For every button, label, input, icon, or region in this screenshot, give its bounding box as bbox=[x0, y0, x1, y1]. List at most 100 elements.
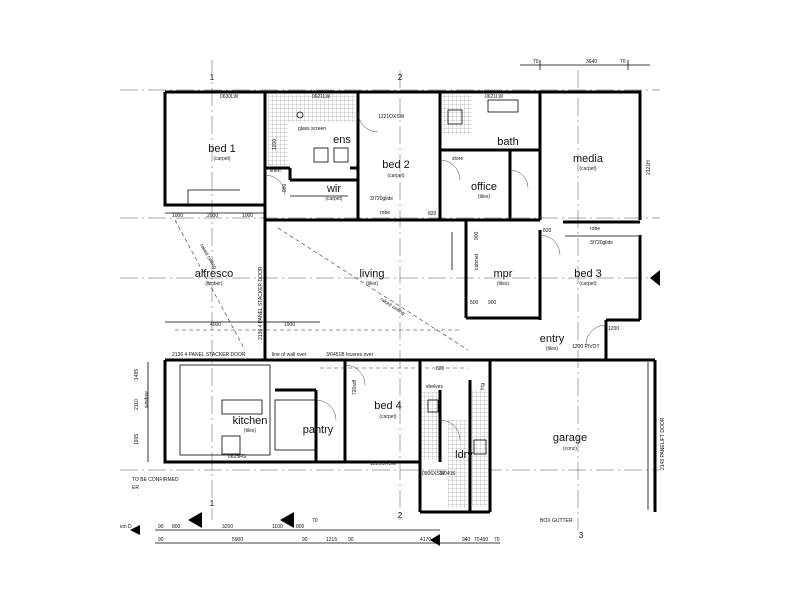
svg-text:900: 900 bbox=[488, 300, 497, 306]
svg-text:shelves: shelves bbox=[426, 384, 443, 390]
svg-text:820: 820 bbox=[428, 211, 437, 217]
svg-text:ldry: ldry bbox=[455, 449, 473, 461]
svg-text:bed 2: bed 2 bbox=[382, 159, 410, 171]
svg-text:800: 800 bbox=[296, 524, 305, 530]
svg-text:3: 3 bbox=[579, 531, 584, 540]
room-office: office (tiles) bbox=[471, 181, 497, 200]
room-mpr: mpr (tiles) bbox=[494, 268, 513, 287]
svg-text:940: 940 bbox=[462, 537, 471, 543]
svg-text:2: 2 bbox=[398, 511, 403, 520]
room-kitchen: kitchen (tiles) bbox=[233, 415, 268, 434]
svg-text:820: 820 bbox=[436, 366, 445, 372]
left-dimensions: 1485 2110 1695 bbox=[134, 362, 149, 462]
svg-text:1000: 1000 bbox=[172, 213, 183, 219]
svg-text:(carpet): (carpet) bbox=[213, 156, 231, 162]
notes: glass screen linen robe robe store shelv… bbox=[132, 126, 600, 524]
interior-walls bbox=[263, 92, 640, 512]
svg-text:(carpet): (carpet) bbox=[325, 196, 343, 202]
svg-text:bed 4: bed 4 bbox=[374, 400, 402, 412]
room-media: media (carpet) bbox=[573, 153, 604, 172]
svg-text:2110: 2110 bbox=[134, 399, 140, 410]
top-dimensions: 70 3640 70 bbox=[520, 59, 650, 70]
room-entry: entry (tiles) bbox=[540, 333, 565, 352]
room-bed4: bed 4 (carpet) bbox=[374, 400, 402, 420]
svg-text:70: 70 bbox=[533, 59, 539, 65]
svg-text:cabinet: cabinet bbox=[474, 253, 480, 270]
svg-text:1200: 1200 bbox=[608, 326, 619, 332]
room-bed3: bed 3 (carpet) bbox=[574, 268, 602, 287]
svg-text:3/720glide: 3/720glide bbox=[590, 240, 613, 246]
grid-label-2: 2 2 bbox=[398, 73, 403, 520]
svg-text:robe: robe bbox=[590, 226, 600, 232]
svg-text:ER: ER bbox=[132, 485, 139, 491]
svg-text:70: 70 bbox=[312, 518, 318, 524]
room-garage: garage (conc) bbox=[553, 432, 587, 452]
raked-ceiling-lines bbox=[174, 219, 469, 369]
svg-text:90: 90 bbox=[348, 537, 354, 543]
svg-text:raked ceiling: raked ceiling bbox=[379, 297, 406, 317]
svg-text:wir: wir bbox=[326, 183, 341, 195]
svg-text:1200 PIVOT: 1200 PIVOT bbox=[572, 344, 600, 350]
grid-label-3: 3 bbox=[579, 531, 584, 540]
room-bed2: bed 2 (carpet) bbox=[382, 159, 410, 179]
svg-text:1200: 1200 bbox=[272, 139, 278, 150]
svg-text:1: 1 bbox=[210, 499, 215, 508]
svg-text:BOX GUTTER: BOX GUTTER bbox=[540, 518, 573, 524]
exterior-walls bbox=[163, 90, 657, 514]
svg-text:3/720glide: 3/720glide bbox=[370, 196, 393, 202]
svg-text:1695: 1695 bbox=[134, 434, 140, 445]
svg-text:bed 3: bed 3 bbox=[574, 268, 602, 280]
svg-text:5900: 5900 bbox=[232, 537, 243, 543]
section-markers bbox=[130, 270, 660, 546]
window-labels: 0630LW 0621LW 0621LW 1221OXSW 2121H 3/72… bbox=[172, 94, 666, 477]
svg-text:820: 820 bbox=[543, 228, 552, 234]
svg-text:500: 500 bbox=[470, 300, 479, 306]
svg-text:800: 800 bbox=[172, 524, 181, 530]
svg-text:store: store bbox=[452, 156, 463, 162]
grid-lines bbox=[120, 60, 660, 530]
svg-text:90: 90 bbox=[158, 524, 164, 530]
svg-text:2121H: 2121H bbox=[646, 160, 652, 175]
svg-text:(conc): (conc) bbox=[563, 446, 577, 452]
svg-text:0906XSW: 0906XSW bbox=[422, 471, 445, 477]
svg-text:entry: entry bbox=[540, 333, 565, 345]
svg-text:1900: 1900 bbox=[284, 322, 295, 328]
svg-text:alfresco: alfresco bbox=[195, 268, 234, 280]
svg-text:490: 490 bbox=[480, 537, 489, 543]
svg-text:(tiles): (tiles) bbox=[497, 281, 510, 287]
svg-text:(tiles): (tiles) bbox=[366, 281, 379, 287]
svg-text:(carpet): (carpet) bbox=[579, 166, 597, 172]
svg-text:1221OXSW: 1221OXSW bbox=[370, 461, 397, 467]
svg-text:2148 PANELIFT DOOR: 2148 PANELIFT DOOR bbox=[660, 417, 666, 470]
room-bath: bath bbox=[497, 136, 518, 148]
svg-text:70: 70 bbox=[474, 537, 480, 543]
svg-text:0621LW: 0621LW bbox=[312, 94, 331, 100]
fixtures bbox=[179, 99, 638, 456]
svg-text:bath: bath bbox=[497, 136, 518, 148]
svg-text:linen: linen bbox=[270, 168, 281, 174]
svg-text:office: office bbox=[471, 181, 497, 193]
svg-text:1100: 1100 bbox=[272, 524, 283, 530]
svg-text:3200: 3200 bbox=[222, 524, 233, 530]
svg-text:4170: 4170 bbox=[420, 537, 431, 543]
svg-text:line of wall over: line of wall over bbox=[272, 352, 307, 358]
svg-text:1000: 1000 bbox=[242, 213, 253, 219]
svg-text:(carpet): (carpet) bbox=[379, 414, 397, 420]
svg-text:mpr: mpr bbox=[494, 268, 513, 280]
room-alfresco: alfresco (timber) bbox=[195, 268, 234, 287]
svg-text:media: media bbox=[573, 153, 604, 165]
svg-text:bed 1: bed 1 bbox=[208, 143, 236, 155]
svg-text:frig: frig bbox=[480, 383, 486, 390]
svg-text:TO BE CONFIRMED: TO BE CONFIRMED bbox=[132, 477, 179, 483]
svg-text:900: 900 bbox=[474, 231, 480, 240]
svg-text:2000: 2000 bbox=[207, 213, 218, 219]
svg-text:2: 2 bbox=[398, 73, 403, 82]
svg-text:raked ceiling: raked ceiling bbox=[198, 243, 217, 271]
svg-text:2136 4 PANEL STACKER DOOR: 2136 4 PANEL STACKER DOOR bbox=[258, 266, 264, 340]
svg-text:(carpet): (carpet) bbox=[387, 173, 405, 179]
room-living: living (tiles) bbox=[359, 268, 384, 287]
svg-text:1221OXSW: 1221OXSW bbox=[378, 114, 405, 120]
svg-text:ion D: ion D bbox=[120, 524, 132, 530]
room-bed1: bed 1 (carpet) bbox=[208, 143, 236, 162]
